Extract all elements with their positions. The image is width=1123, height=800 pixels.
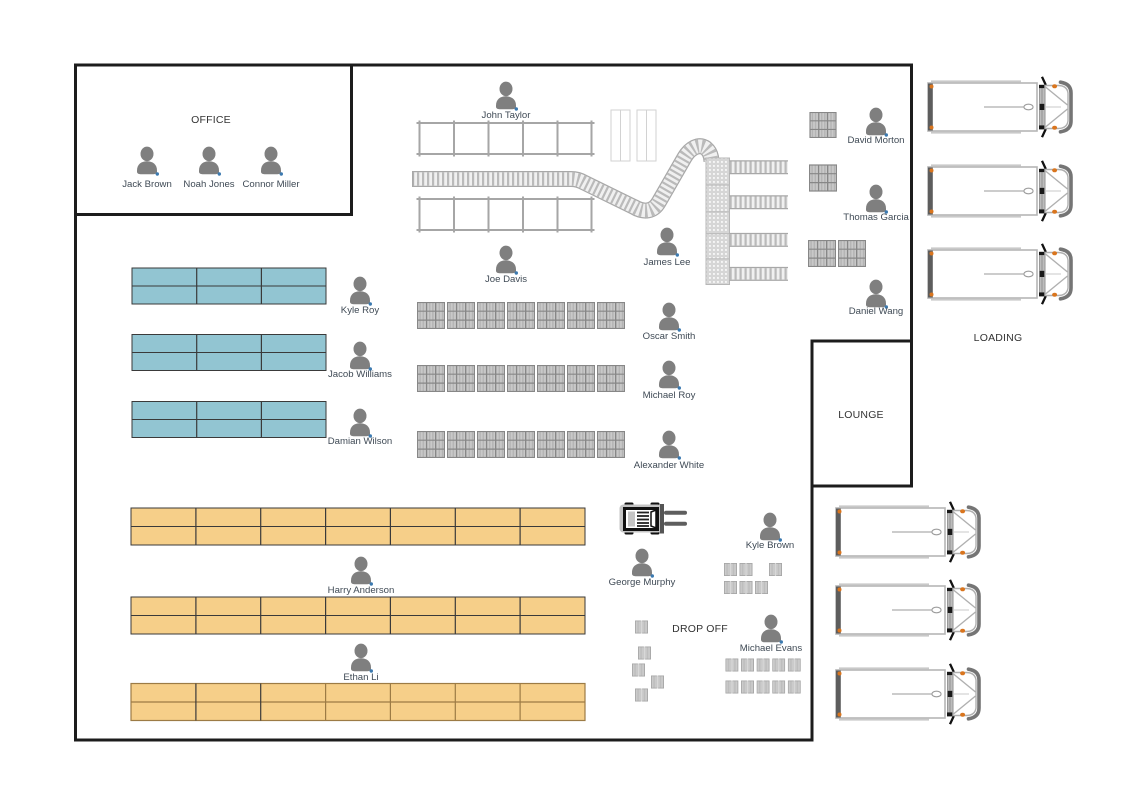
svg-text:Kyle Roy: Kyle Roy (341, 305, 380, 316)
svg-text:Michael Roy: Michael Roy (643, 390, 696, 401)
svg-text:Kyle Brown: Kyle Brown (746, 540, 795, 551)
svg-text:LOADING: LOADING (974, 332, 1023, 344)
svg-text:LOUNGE: LOUNGE (838, 409, 884, 421)
svg-text:Michael Evans: Michael Evans (740, 643, 803, 654)
svg-text:John Taylor: John Taylor (482, 110, 532, 121)
svg-text:George Murphy: George Murphy (609, 577, 676, 588)
svg-text:Noah Jones: Noah Jones (183, 179, 234, 190)
svg-text:DROP OFF: DROP OFF (672, 623, 728, 635)
svg-text:Daniel Wang: Daniel Wang (849, 306, 904, 317)
svg-text:Jacob Williams: Jacob Williams (328, 369, 392, 380)
svg-text:Harry Anderson: Harry Anderson (328, 585, 395, 596)
svg-text:Alexander White: Alexander White (634, 460, 704, 471)
svg-text:Connor Miller: Connor Miller (242, 179, 300, 190)
svg-text:James Lee: James Lee (644, 257, 691, 268)
svg-text:Damian Wilson: Damian Wilson (328, 436, 393, 447)
svg-text:Ethan Li: Ethan Li (343, 672, 378, 683)
svg-text:Thomas Garcia: Thomas Garcia (843, 212, 909, 223)
svg-text:OFFICE: OFFICE (191, 114, 231, 126)
svg-text:Joe Davis: Joe Davis (485, 274, 527, 285)
svg-text:David Morton: David Morton (847, 135, 904, 146)
svg-text:Oscar Smith: Oscar Smith (643, 331, 696, 342)
svg-text:Jack Brown: Jack Brown (122, 179, 172, 190)
